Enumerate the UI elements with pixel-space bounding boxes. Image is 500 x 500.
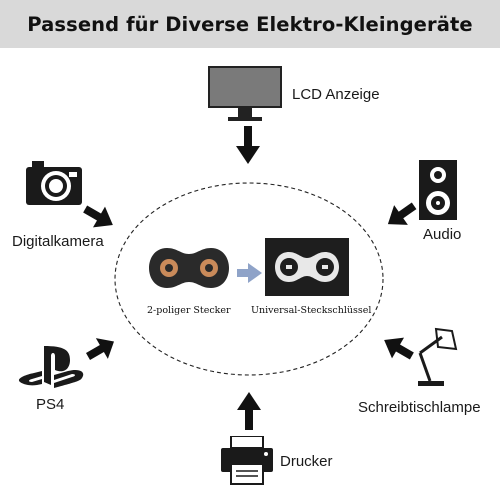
- arrow-lamp: [384, 337, 414, 360]
- header-banner: Passend für Diverse Elektro-Kleingeräte: [0, 0, 500, 48]
- figure-8-plug-icon: [149, 248, 229, 288]
- lcd-label: LCD Anzeige: [292, 86, 380, 103]
- socket-label: Universal-Steckschlüssel: [251, 305, 372, 316]
- printer-label: Drucker: [280, 453, 333, 470]
- arrow-camera: [83, 205, 113, 228]
- camera-label: Digitalkamera: [12, 233, 104, 250]
- speaker-icon: [419, 160, 457, 220]
- audio-label: Audio: [423, 226, 462, 243]
- arrow-down-lcd: [236, 126, 260, 164]
- page-title: Passend für Diverse Elektro-Kleingeräte: [27, 12, 473, 36]
- arrow-audio: [387, 202, 417, 225]
- playstation-icon: [18, 346, 84, 388]
- plug-label: 2-poliger Stecker: [147, 305, 231, 316]
- monitor-icon: [208, 66, 282, 121]
- camera-icon: [26, 161, 82, 205]
- socket-icon: [265, 238, 349, 296]
- ps4-label: PS4: [36, 396, 65, 413]
- connector-arrow: [237, 263, 262, 283]
- arrow-up-printer: [237, 392, 261, 430]
- desk-lamp-icon: [418, 327, 458, 386]
- lamp-label: Schreibtischlampe: [358, 399, 481, 416]
- arrow-ps4: [86, 338, 114, 360]
- printer-icon: [221, 436, 273, 485]
